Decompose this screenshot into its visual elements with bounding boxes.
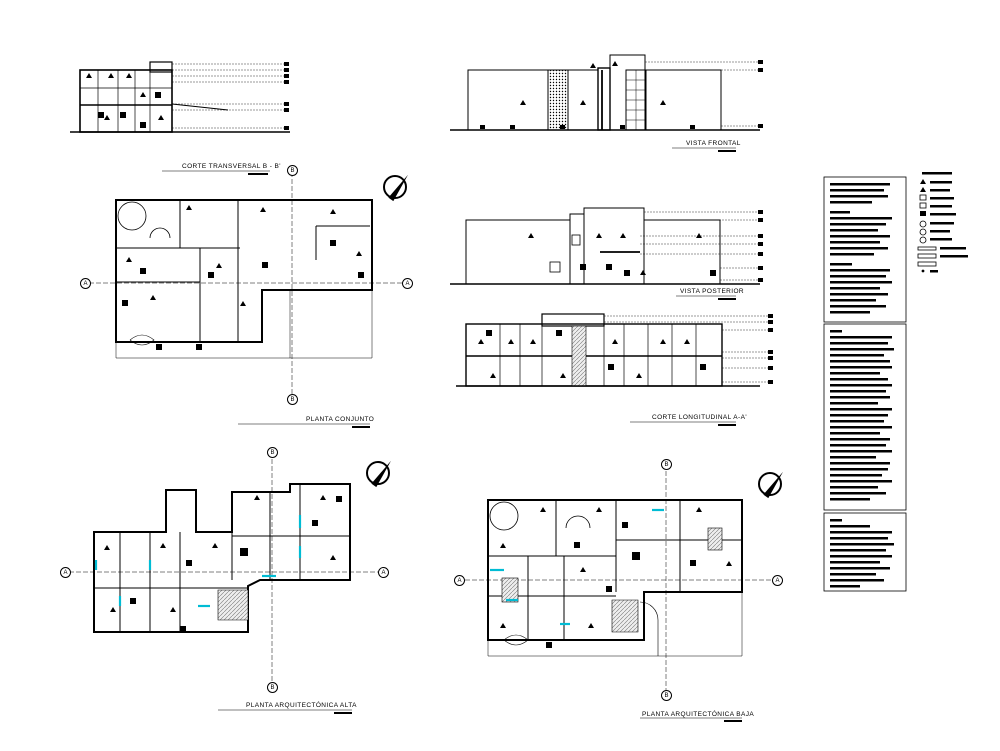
- vista-posterior: [450, 207, 763, 285]
- caption-corte-transversal: CORTE TRANSVERSAL B - B': [182, 163, 281, 170]
- vista-frontal: [450, 54, 763, 131]
- notes-panel: [823, 172, 968, 592]
- axis-marker-b: B: [267, 447, 278, 458]
- axis-marker-b: B: [287, 165, 298, 176]
- caption-vista-posterior: VISTA POSTERIOR: [680, 288, 745, 295]
- axis-marker-a: A: [454, 575, 465, 586]
- north-arrow-icon: [383, 175, 407, 199]
- axis-marker-a: A: [378, 567, 389, 578]
- axis-marker-a: A: [402, 278, 413, 289]
- axis-marker-b: B: [287, 394, 298, 405]
- axis-marker-a: A: [80, 278, 91, 289]
- north-arrow-icon: [758, 472, 782, 496]
- planta-conjunto: [82, 172, 408, 398]
- planta-alta: [62, 452, 384, 688]
- caption-corte-longitudinal: CORTE LONGITUDINAL A-A': [652, 414, 747, 421]
- caption-planta-baja: PLANTA ARQUITECTÓNICA BAJA: [642, 711, 755, 718]
- axis-marker-a: A: [772, 575, 783, 586]
- corte-transversal-bb: [70, 61, 290, 133]
- caption-planta-conjunto: PLANTA CONJUNTO: [306, 416, 375, 423]
- corte-longitudinal-aa: [456, 313, 773, 387]
- axis-marker-b: B: [661, 459, 672, 470]
- axis-marker-a: A: [60, 567, 71, 578]
- axis-marker-b: B: [661, 690, 672, 701]
- axis-marker-b: B: [267, 682, 278, 693]
- north-arrow-icon: [366, 461, 390, 485]
- caption-vista-frontal: VISTA FRONTAL: [686, 140, 741, 147]
- planta-baja: [458, 464, 778, 694]
- caption-planta-alta: PLANTA ARQUITECTÓNICA ALTA: [246, 702, 357, 709]
